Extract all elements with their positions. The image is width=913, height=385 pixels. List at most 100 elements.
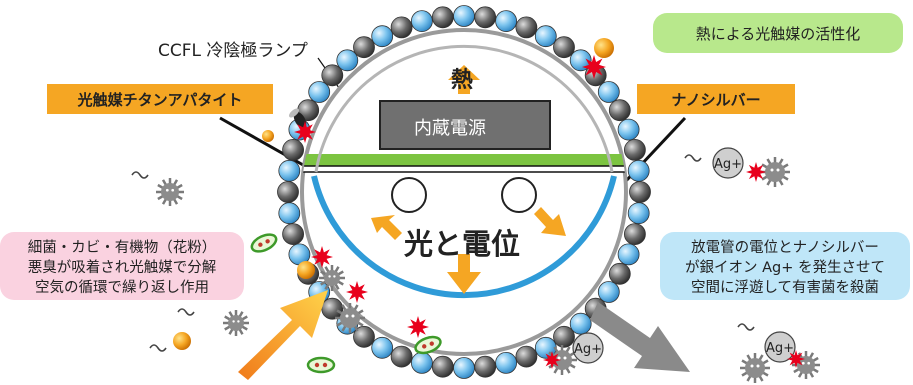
germ-icon <box>156 178 184 206</box>
bead <box>371 25 394 48</box>
bead <box>282 138 305 161</box>
odor-icon <box>131 171 149 179</box>
bead <box>410 10 433 33</box>
bead <box>336 49 359 72</box>
spore-icon <box>297 261 315 279</box>
silver-ion-icon: Ag+ <box>712 147 744 179</box>
germ-icon <box>740 353 770 383</box>
incoming-air-arrow <box>238 290 328 380</box>
note-line: 細菌・カビ・有機物（花粉） <box>27 240 217 256</box>
bead <box>569 49 592 72</box>
silver-note: 放電管の電位とナノシルバー が銀イオン Ag+ を発生させて 空間に浮遊して有害… <box>660 232 910 300</box>
blue-ring <box>311 175 617 299</box>
ccfl-label: CCFL 冷陰極ランプ <box>158 41 308 61</box>
bead <box>474 6 497 29</box>
insect-icon <box>289 108 307 129</box>
arrow-icon <box>447 254 481 294</box>
bead <box>308 81 331 103</box>
outgoing-ion-arrow <box>590 302 690 372</box>
ag-ion-label: Ag+ <box>714 157 742 172</box>
light-arrows <box>371 207 566 294</box>
bead <box>278 202 301 225</box>
photocatalyst-note: 細菌・カビ・有機物（花粉） 悪臭が吸着され光触媒で分解 空気の循環で繰り返し作用 <box>0 232 244 300</box>
bead <box>553 325 575 348</box>
ccfl-lamp-left <box>391 177 427 213</box>
bead <box>390 345 413 368</box>
note-line: 空間に浮遊して有害菌を殺菌 <box>690 280 880 296</box>
bead <box>495 10 518 33</box>
odor-icon <box>684 154 702 162</box>
bead <box>453 5 475 27</box>
burst-icon <box>543 351 561 369</box>
bead <box>627 202 650 225</box>
bead <box>608 99 631 122</box>
internal-power-box <box>379 100 551 150</box>
internal-power-label: 内蔵電源 <box>414 118 486 139</box>
germ-icon <box>319 265 345 291</box>
odor-icon <box>149 344 167 352</box>
spore-icon <box>594 38 614 58</box>
odor-icon <box>737 323 755 331</box>
note-line: 空気の循環で繰り返し作用 <box>35 280 209 296</box>
note-line: 放電管の電位とナノシルバー <box>691 240 879 256</box>
photocatalyst-leader-line <box>219 116 313 172</box>
silver-ion-icon: Ag+ <box>572 332 604 364</box>
bead <box>629 181 651 203</box>
nanosilver-label: ナノシルバー <box>637 84 795 114</box>
germ-icon <box>760 157 790 187</box>
bead <box>617 118 640 141</box>
bead <box>515 345 538 368</box>
bead <box>371 336 394 359</box>
spore-icon <box>262 130 274 142</box>
spore-icon <box>173 332 191 350</box>
note-line: が銀イオン Ag+ を発生させて <box>685 260 885 276</box>
silver-ion-icon: Ag+ <box>764 331 796 363</box>
bead <box>624 138 646 161</box>
bead <box>553 36 575 59</box>
bead <box>277 181 299 203</box>
bead <box>515 16 538 39</box>
bead <box>569 312 592 335</box>
bead <box>410 351 433 374</box>
bead <box>278 159 301 182</box>
burst-icon <box>346 281 368 303</box>
bacteria-icon <box>250 233 278 253</box>
bead <box>495 351 518 374</box>
note-line: 悪臭が吸着され光触媒で分解 <box>27 260 217 276</box>
odor-icon <box>177 308 195 316</box>
bead <box>431 355 454 378</box>
bead <box>321 64 344 87</box>
bead <box>627 159 650 182</box>
bead <box>617 243 640 266</box>
bead <box>390 16 413 39</box>
bacteria-icon <box>306 356 336 374</box>
ag-ion-label: Ag+ <box>766 341 794 356</box>
burst-icon <box>582 55 606 79</box>
bead <box>431 6 454 29</box>
burst-icon <box>294 121 316 143</box>
bacteria-icon <box>414 335 442 355</box>
bead <box>597 281 620 303</box>
activation-note: 熱による光触媒の活性化 <box>653 13 903 53</box>
bead <box>353 36 375 59</box>
bead <box>353 325 375 348</box>
burst-icon <box>746 162 766 182</box>
heat-arrow <box>448 65 480 94</box>
bead <box>282 223 305 246</box>
ccfl-lamp-right <box>501 177 537 213</box>
bead <box>321 297 344 320</box>
heat-label: 熱 <box>451 68 474 93</box>
bead <box>624 223 646 246</box>
burst-icon <box>787 350 805 368</box>
ag-ion-label: Ag+ <box>574 342 602 357</box>
burst-icon <box>311 246 333 268</box>
green-plate <box>302 154 626 166</box>
bead <box>453 357 475 379</box>
bead-ring <box>277 5 651 379</box>
bead <box>534 25 557 48</box>
bead <box>608 262 631 285</box>
germ-icon <box>335 303 365 333</box>
bead <box>597 81 620 103</box>
arrow-icon <box>371 215 402 240</box>
